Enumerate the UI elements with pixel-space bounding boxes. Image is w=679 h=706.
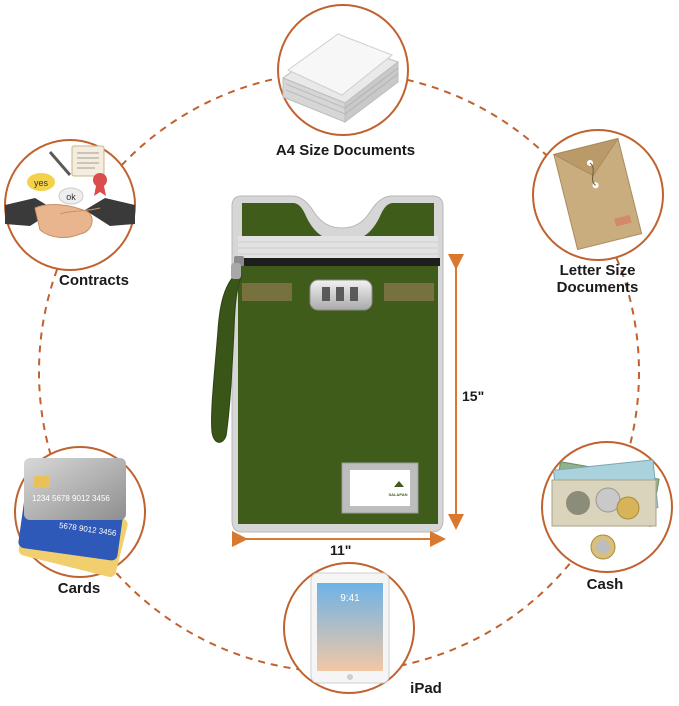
- label-letter-size-documents: Letter Size Documents: [530, 262, 665, 296]
- cards-illustration: 5678 9012 3456 1234 5678 9012 3456: [14, 446, 146, 578]
- label-contracts: Contracts: [58, 272, 129, 289]
- bubble-ok-text: ok: [66, 192, 76, 202]
- label-letter-line1: Letter Size: [559, 262, 636, 279]
- bubble-yes-text: yes: [34, 178, 49, 188]
- letter-envelope-illustration: [532, 129, 664, 261]
- label-cash: Cash: [586, 576, 624, 593]
- label-cards: Cards: [57, 580, 101, 597]
- ipad-illustration: 9:41: [283, 562, 415, 694]
- bag-tag-text: SALAPAN: [388, 492, 407, 497]
- height-dimension-text: 15": [462, 388, 485, 404]
- cash-illustration: [541, 441, 673, 573]
- ipad-time-text: 9:41: [340, 593, 360, 604]
- width-dimension-text: 11": [330, 542, 352, 558]
- document-bag: SALAPAN: [211, 195, 444, 533]
- a4-documents-illustration: [277, 4, 409, 136]
- label-a4-documents: A4 Size Documents: [275, 142, 416, 159]
- label-letter-line2: Documents: [556, 279, 639, 296]
- label-ipad: iPad: [410, 680, 442, 697]
- contracts-illustration: yes ok: [4, 139, 136, 271]
- front-card-number: 1234 5678 9012 3456: [32, 494, 110, 503]
